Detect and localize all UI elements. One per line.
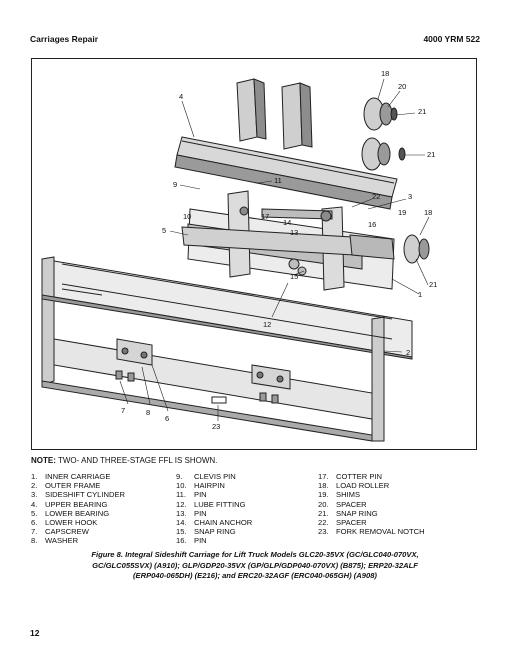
callout-16: 16 bbox=[368, 220, 376, 229]
exploded-view-figure: 18 20 21 21 4 9 10 11 22 3 19 18 17 14 1… bbox=[31, 58, 477, 450]
callout-6: 6 bbox=[165, 414, 169, 423]
outer-frame-drawing bbox=[41, 256, 413, 442]
legend-column-3: 17.COTTER PIN 18.LOAD ROLLER 19.SHIMS 20… bbox=[318, 472, 425, 536]
running-header-doc-number: 4000 YRM 522 bbox=[423, 34, 480, 44]
legend-item: 19.SHIMS bbox=[318, 490, 361, 500]
caption-line-1: Figure 8. Integral Sideshift Carriage fo… bbox=[91, 550, 419, 559]
legend-item: 22.SPACER bbox=[318, 518, 367, 528]
page-number: 12 bbox=[30, 628, 40, 638]
callout-4: 4 bbox=[179, 92, 183, 101]
legend-item: 6.LOWER HOOK bbox=[31, 518, 98, 528]
callout-17: 17 bbox=[261, 212, 269, 221]
figure-caption: Figure 8. Integral Sideshift Carriage fo… bbox=[40, 550, 470, 582]
legend-item: 4.UPPER BEARING bbox=[31, 499, 108, 509]
callout-14: 14 bbox=[283, 218, 291, 227]
legend-item: 20.SPACER bbox=[318, 499, 367, 509]
legend-item: 17.COTTER PIN bbox=[318, 472, 382, 481]
callout-22: 22 bbox=[372, 192, 380, 201]
callout-10: 10 bbox=[183, 212, 191, 221]
figure-note: NOTE: TWO- AND THREE-STAGE FFL IS SHOWN. bbox=[31, 456, 217, 465]
legend-item: 21.SNAP RING bbox=[318, 508, 378, 518]
legend-item: 1.INNER CARRIAGE bbox=[31, 472, 111, 481]
caption-line-3: (ERP040-065DH) (E216); and ERC20-32AGF (… bbox=[133, 571, 377, 580]
lower-bearing-drawing bbox=[181, 226, 430, 264]
note-label: NOTE: bbox=[31, 456, 56, 465]
load-roller-upper-drawing bbox=[361, 97, 406, 171]
running-header-section: Carriages Repair bbox=[30, 34, 99, 44]
callout-13: 13 bbox=[290, 228, 298, 237]
legend-item: 23.FORK REMOVAL NOTCH bbox=[318, 527, 425, 537]
callout-9: 9 bbox=[173, 180, 177, 189]
callout-1: 1 bbox=[418, 290, 422, 299]
callout-8: 8 bbox=[146, 408, 150, 417]
callout-12: 12 bbox=[263, 320, 271, 329]
caption-line-2: GC/GLC055SVX) (A910); GLP/GDP20-35VX (GP… bbox=[92, 560, 418, 570]
callout-21-lower: 21 bbox=[429, 280, 437, 289]
carriage-exploded-drawing: 18 20 21 21 4 9 10 11 22 3 19 18 17 14 1… bbox=[41, 69, 437, 442]
callout-3: 3 bbox=[408, 192, 412, 201]
legend-column-1: 1.INNER CARRIAGE 2.OUTER FRAME 3.SIDESHI… bbox=[31, 472, 125, 546]
sideshift-cylinder-drawing bbox=[239, 206, 333, 276]
callout-21-upper: 21 bbox=[418, 107, 426, 116]
legend-item: 8.WASHER bbox=[31, 536, 79, 546]
callout-18-right: 18 bbox=[424, 208, 432, 217]
callout-20: 20 bbox=[398, 82, 406, 91]
callout-5: 5 bbox=[162, 226, 166, 235]
legend-item: 13.PIN bbox=[176, 508, 207, 518]
legend-column-2: 9.CLEVIS PIN 10.HAIRPIN 11.PIN 12.LUBE F… bbox=[176, 472, 252, 546]
callout-18-top: 18 bbox=[381, 69, 389, 78]
legend-item: 2.OUTER FRAME bbox=[31, 481, 101, 491]
legend-item: 5.LOWER BEARING bbox=[31, 508, 110, 518]
leader-lines bbox=[119, 78, 430, 421]
callout-2: 2 bbox=[406, 348, 410, 357]
callout-23: 23 bbox=[212, 422, 220, 431]
callout-19: 19 bbox=[398, 208, 406, 217]
legend-item: 14.CHAIN ANCHOR bbox=[176, 518, 253, 528]
legend-item: 15.SNAP RING bbox=[176, 527, 236, 537]
legend-item: 7.CAPSCREW bbox=[31, 527, 89, 537]
legend-item: 12.LUBE FITTING bbox=[176, 499, 246, 509]
legend-item: 18.LOAD ROLLER bbox=[318, 481, 390, 491]
callout-11: 11 bbox=[274, 176, 282, 185]
callout-7: 7 bbox=[121, 406, 125, 415]
note-text: TWO- AND THREE-STAGE FFL IS SHOWN. bbox=[57, 456, 218, 465]
callout-21-mid: 21 bbox=[427, 150, 435, 159]
callout-15: 15 bbox=[290, 272, 298, 281]
lower-hook-right-drawing bbox=[251, 364, 291, 404]
legend-item: 10.HAIRPIN bbox=[176, 481, 225, 491]
legend-item: 11.PIN bbox=[176, 490, 207, 500]
legend-item: 9.CLEVIS PIN bbox=[176, 472, 236, 481]
legend-item: 16.PIN bbox=[176, 536, 207, 546]
legend-item: 3.SIDESHIFT CYLINDER bbox=[31, 490, 126, 500]
